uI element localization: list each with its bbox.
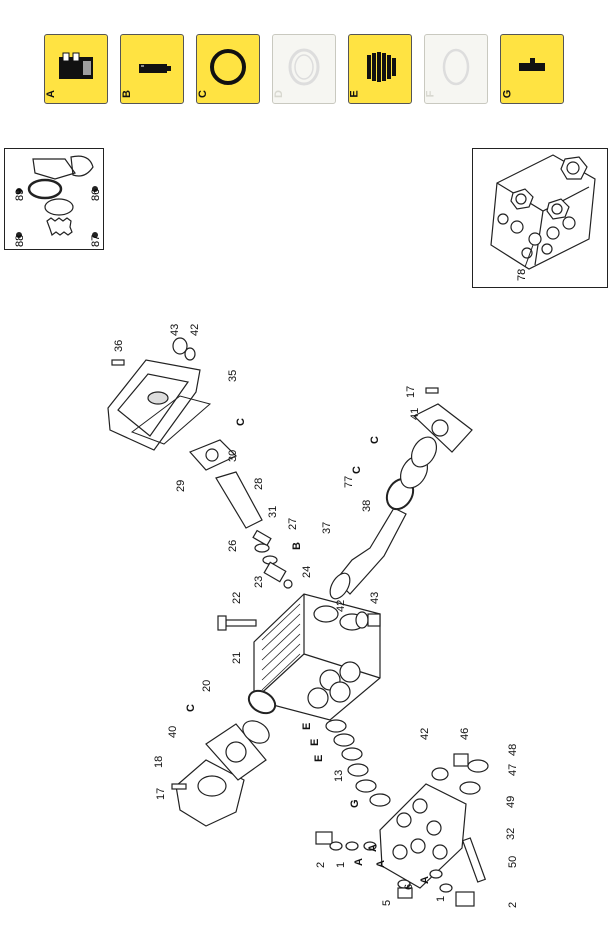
callout-87: 87 — [90, 235, 102, 247]
callout-78: 78 — [516, 269, 528, 281]
part-callout: 31 — [267, 506, 279, 518]
part-callout: G — [349, 799, 361, 808]
manifold-detail-inset: 78 — [472, 148, 608, 288]
kit-box-c[interactable]: C — [196, 34, 260, 104]
part-callout: 48 — [507, 744, 519, 756]
part-callout: C — [235, 418, 247, 426]
part-callout: 77 — [343, 476, 355, 488]
part-callout: 23 — [253, 576, 265, 588]
kit-box-a[interactable]: A — [44, 34, 108, 104]
ring-kit-icon — [288, 48, 320, 86]
part-callout: E — [301, 723, 313, 730]
part-callout: 42 — [335, 600, 347, 612]
part-callout: 1 — [435, 896, 447, 902]
packing-kit-icon — [367, 52, 396, 82]
part-callout: 29 — [175, 480, 187, 492]
part-callout: 41 — [409, 408, 421, 420]
rear-cover — [107, 359, 201, 451]
part-callout: A — [419, 876, 431, 884]
callout-89: 89 — [14, 189, 26, 201]
part-callout: A — [367, 844, 379, 852]
o-ring-kit-icon — [210, 49, 246, 85]
part-callout: E — [309, 739, 321, 746]
part-callout: 2 — [507, 902, 519, 908]
part-callout: C — [185, 704, 197, 712]
part-callout: 22 — [231, 592, 243, 604]
part-callout: 20 — [201, 680, 213, 692]
spacer-kit-icon — [519, 58, 545, 71]
part-callout: 1 — [335, 862, 347, 868]
kit-box-e[interactable]: E — [348, 34, 412, 104]
part-callout: A — [353, 858, 365, 866]
kit-box-g[interactable]: G — [500, 34, 564, 104]
kit-box-b[interactable]: B — [120, 34, 184, 104]
part-callout: 2 — [315, 862, 327, 868]
part-callout: 13 — [333, 770, 345, 782]
callout-86: 86 — [90, 189, 102, 201]
oval-ring-kit-icon — [442, 48, 470, 86]
part-callout: 26 — [227, 540, 239, 552]
part-callout: 27 — [287, 518, 299, 530]
part-callout: A — [375, 860, 387, 868]
part-callout: 36 — [113, 340, 125, 352]
seal-detail-drawing: 89 86 88 87 — [14, 155, 102, 247]
crankshaft — [335, 507, 407, 595]
part-callout: 50 — [507, 856, 519, 868]
part-callout: E — [313, 755, 325, 762]
part-callout: 18 — [153, 756, 165, 768]
part-callout: 46 — [459, 728, 471, 740]
part-callout: 17 — [405, 386, 417, 398]
part-callout: 5 — [381, 900, 393, 906]
part-callout: B — [291, 542, 303, 550]
part-callout: 6 — [403, 884, 415, 890]
part-callout: 30 — [227, 450, 239, 462]
callout-88: 88 — [14, 235, 26, 247]
part-callout: 35 — [227, 370, 239, 382]
part-callout: 43 — [369, 592, 381, 604]
part-callout: 24 — [301, 566, 313, 578]
part-callout: 47 — [507, 764, 519, 776]
pump-manifold — [379, 783, 467, 889]
part-callout: 21 — [231, 652, 243, 664]
part-callout: 17 — [155, 788, 167, 800]
part-callout: 42 — [419, 728, 431, 740]
part-callout: 32 — [505, 828, 517, 840]
manifold-detail-drawing: 78 — [490, 154, 596, 281]
seal-detail-inset: 89 86 88 87 — [4, 148, 104, 250]
kit-box-f[interactable]: F — [424, 34, 488, 104]
part-callout: C — [351, 466, 363, 474]
part-callout: C — [369, 436, 381, 444]
piston-kit-icon — [139, 64, 171, 73]
part-callout: 42 — [189, 324, 201, 336]
part-callout: 43 — [169, 324, 181, 336]
seal-kit-icon — [59, 52, 93, 79]
kit-box-d[interactable]: D — [272, 34, 336, 104]
part-callout: 40 — [167, 726, 179, 738]
part-callout: 28 — [253, 478, 265, 490]
part-callout: 38 — [361, 500, 373, 512]
part-callout: 49 — [505, 796, 517, 808]
part-callout: 37 — [321, 522, 333, 534]
